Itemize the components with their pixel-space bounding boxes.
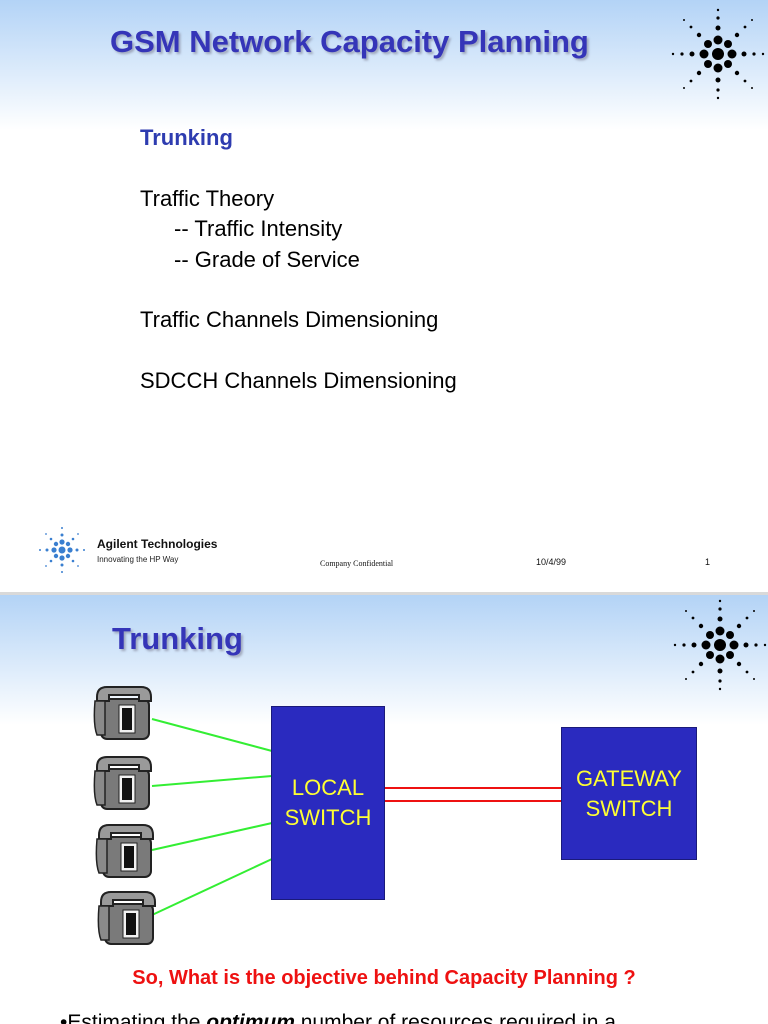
slide-title: Trunking — [112, 621, 243, 656]
page-number: 1 — [705, 557, 711, 567]
subheading-trunking: Trunking — [140, 125, 233, 150]
agilent-spark-icon — [671, 8, 765, 100]
agenda-item-traffic-theory: Traffic Theory — [140, 186, 275, 211]
telephone-icon — [93, 756, 152, 810]
slide-date: 10/4/99 — [536, 557, 567, 567]
gateway-switch-label: GATEWAY SWITCH — [576, 765, 682, 821]
header-gradient — [0, 0, 768, 130]
network-links — [151, 718, 562, 916]
agenda-item-traffic-channels: Traffic Channels Dimensioning — [140, 307, 439, 332]
brand-tagline: Innovating the HP Way — [97, 555, 179, 564]
agenda-subitem-grade-of-service: -- Grade of Service — [174, 247, 360, 272]
agilent-spark-icon — [673, 599, 767, 691]
telephone-icon — [97, 891, 156, 945]
slide-2: Trunking — [0, 595, 768, 1024]
bullet-marker: • — [60, 1011, 68, 1024]
phone-link-1 — [151, 718, 273, 752]
slide-separator — [0, 592, 768, 595]
telephone-icon — [95, 824, 154, 878]
local-switch-box: LOCAL SWITCH — [271, 706, 385, 900]
gateway-switch-box: GATEWAY SWITCH — [561, 727, 697, 860]
bullet-text-before: Estimating the — [67, 1011, 207, 1024]
phone-link-2 — [151, 775, 273, 787]
local-switch-label: LOCAL SWITCH — [284, 775, 372, 830]
bullet-text-after: number of resources required in a — [294, 1011, 616, 1024]
brand-name: Agilent Technologies — [97, 537, 218, 551]
telephone-icon — [93, 686, 152, 740]
objective-question: So, What is the objective behind Capacit… — [132, 967, 636, 989]
bullet-emphasis: optimum — [206, 1011, 295, 1024]
agenda-item-sdcch-channels: SDCCH Channels Dimensioning — [140, 368, 457, 393]
phone-link-3 — [151, 822, 273, 851]
confidential-label: Company Confidential — [320, 559, 394, 568]
slide-title: GSM Network Capacity Planning — [110, 24, 589, 59]
agilent-logo-icon — [39, 527, 85, 573]
slide-1: GSM Network Capacity Planning Trunking T… — [0, 0, 768, 573]
bullet-estimating: •Estimating the optimum number of resour… — [60, 1011, 616, 1024]
phone-link-4 — [151, 858, 273, 916]
agenda-subitem-traffic-intensity: -- Traffic Intensity — [174, 216, 343, 241]
